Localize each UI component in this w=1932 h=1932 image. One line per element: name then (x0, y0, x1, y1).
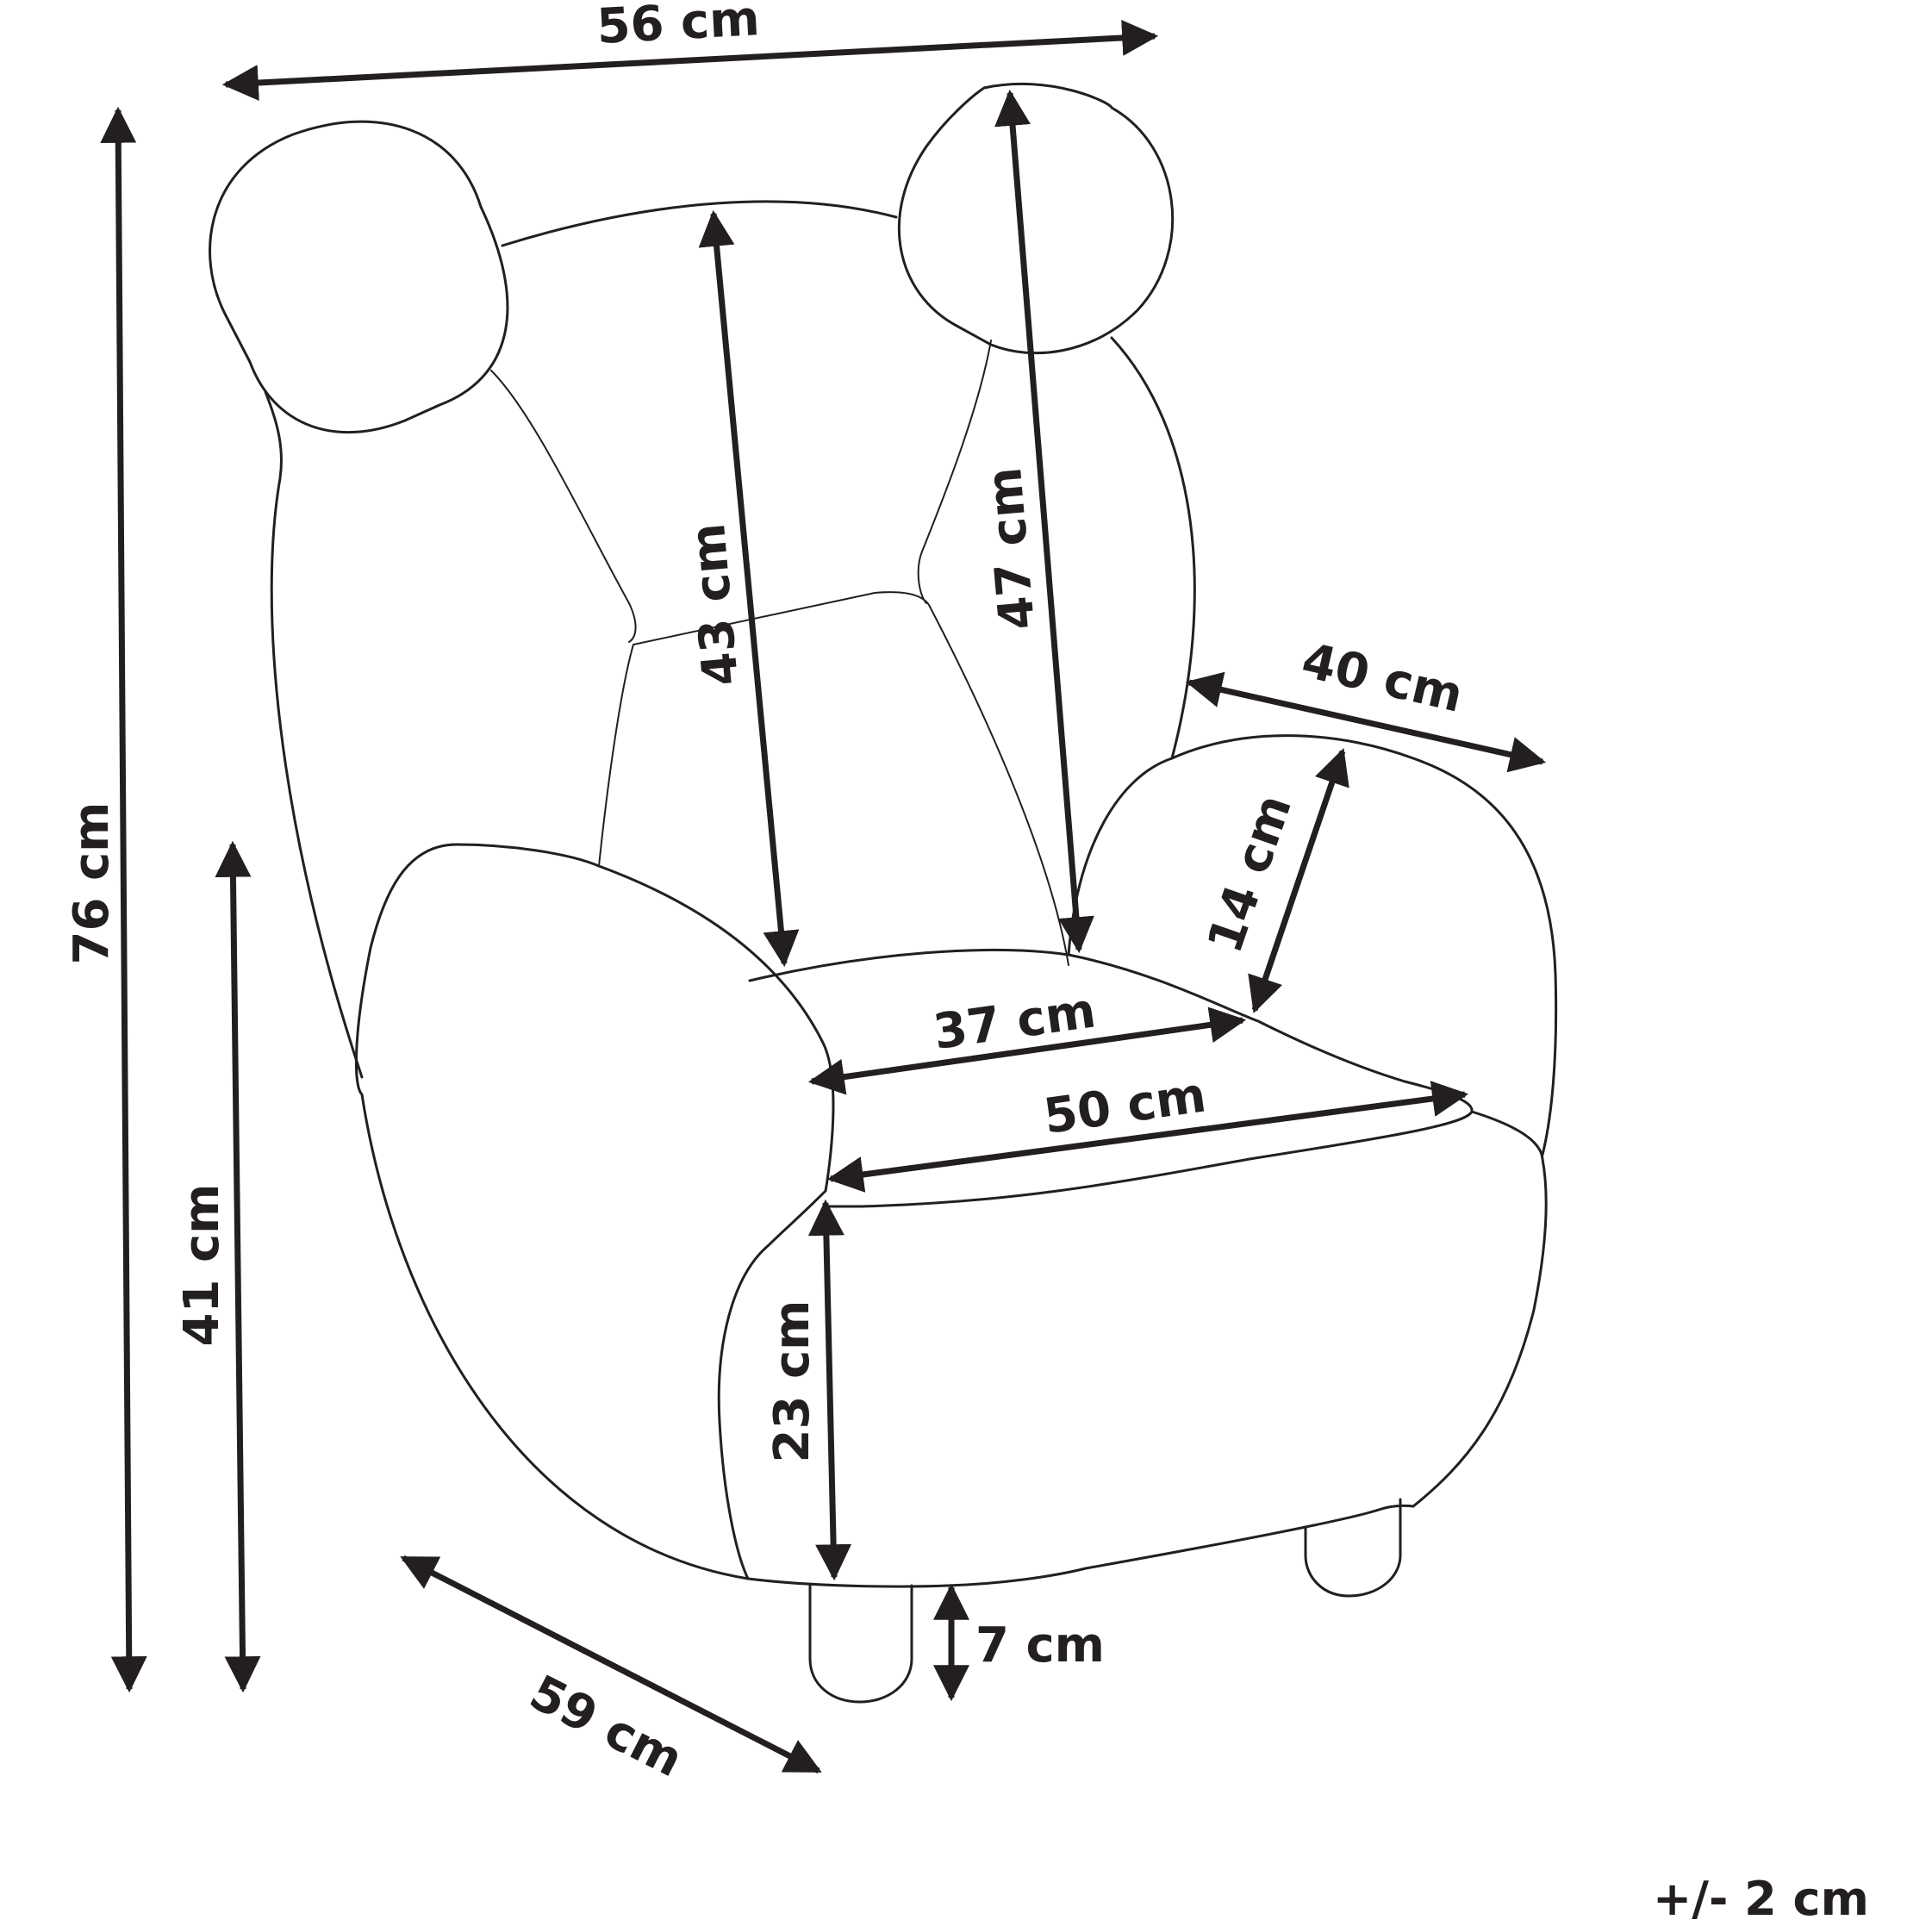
depth-label: 59 cm (520, 1665, 691, 1789)
front-left-leg (808, 1584, 913, 1704)
left-wing-inner-seam (490, 370, 637, 643)
back-height-arrow (698, 209, 800, 968)
right-wing-outer (1110, 336, 1196, 760)
backrest-top-edge (501, 200, 898, 247)
seat-depth-label: 37 cm (930, 982, 1099, 1061)
armchair-drawing (209, 83, 1558, 1704)
left-armrest-front (597, 864, 835, 1193)
right-armrest-inner (1067, 757, 1174, 957)
seat-top (748, 949, 1474, 1208)
right-back-roll (897, 83, 1175, 355)
arm-height-label: 14 cm (1197, 788, 1303, 960)
dimension-arrows (100, 19, 1547, 1774)
seat-depth-arrow (807, 1007, 1247, 1095)
seat-height-label: 41 cm (174, 1184, 230, 1347)
seat-width-arrow (826, 1081, 1469, 1193)
tolerance-label: +/- 2 cm (1653, 1872, 1869, 1926)
arm-depth-arrow (1185, 671, 1547, 773)
dimension-labels: 56 cm 76 cm 41 cm 43 cm 47 cm 40 cm 14 c… (64, 0, 1869, 1926)
width-arrow (221, 19, 1159, 102)
right-armrest-front (1412, 1110, 1548, 1508)
total-height-arrow (100, 106, 147, 1693)
arm-height-arrow (1248, 748, 1349, 1013)
left-back-roll (209, 120, 509, 434)
seat-height-arrow (215, 840, 261, 1693)
leg-height-label: 7 cm (975, 1617, 1105, 1673)
total-height-label: 76 cm (64, 802, 120, 965)
left-armrest (354, 843, 750, 1580)
back-right-leg (1304, 1498, 1402, 1598)
seat-cushion-height-arrow (807, 1199, 852, 1581)
depth-arrow (400, 1555, 822, 1774)
seat-front-base (717, 1189, 1415, 1588)
back-height-full-arrow (994, 89, 1094, 954)
back-cushion-side (598, 644, 634, 867)
left-wing-outer (264, 390, 364, 1079)
back-height-full-label: 47 cm (976, 465, 1046, 633)
back-height-label: 43 cm (680, 521, 750, 689)
seat-cushion-height-label: 23 cm (764, 1300, 820, 1463)
width-label: 56 cm (595, 0, 761, 55)
right-wing-inner-seam (917, 340, 992, 604)
